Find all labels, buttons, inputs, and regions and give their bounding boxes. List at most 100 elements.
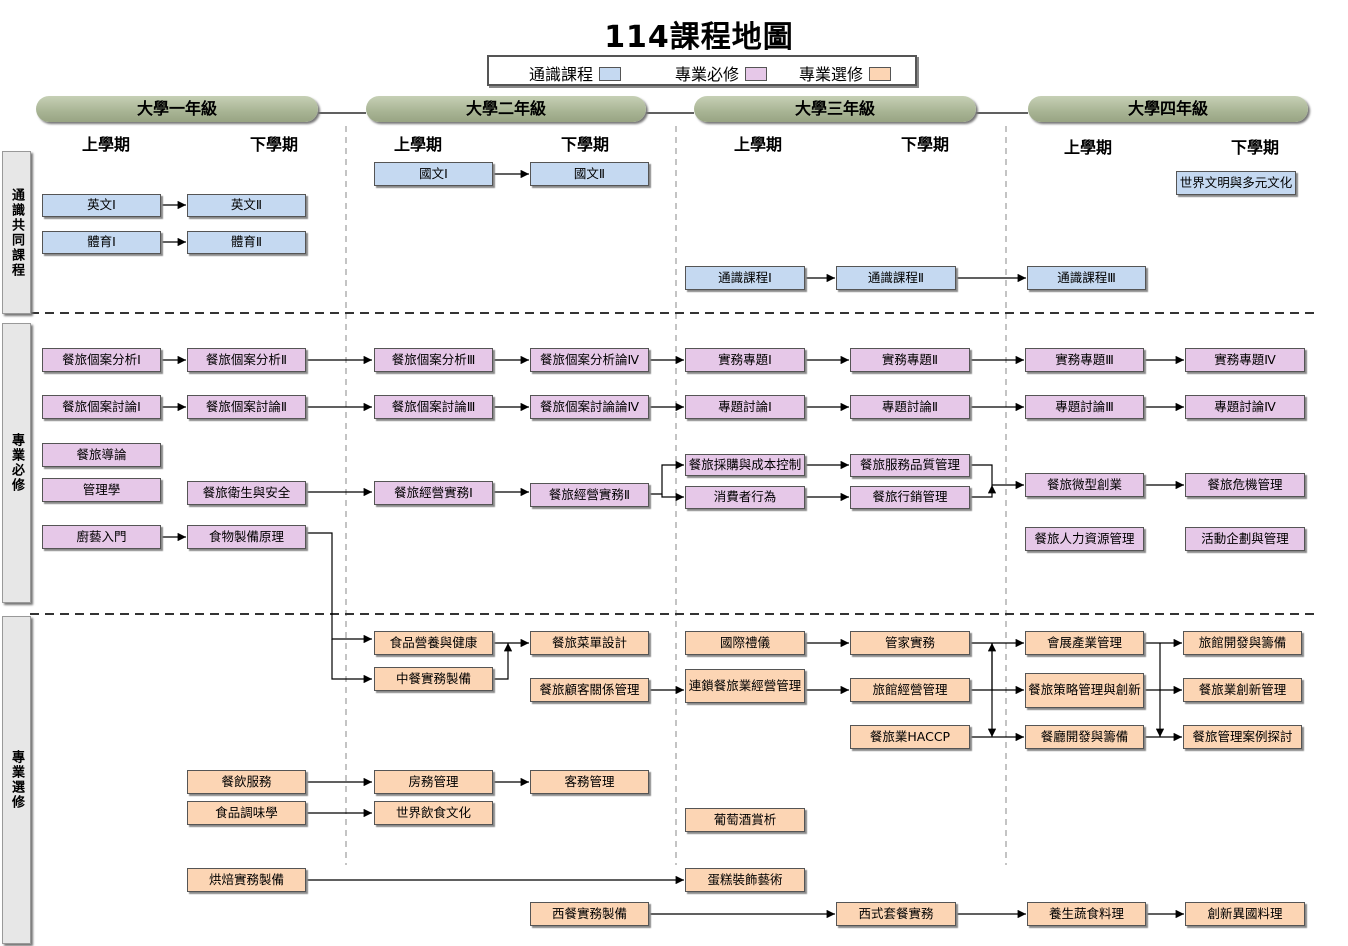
legend-label: 專業選修 <box>799 65 864 84</box>
course-box: 餐旅採購與成本控制 <box>685 454 805 476</box>
course-box: 英文Ⅱ <box>187 194 306 217</box>
course-box: 餐旅業HACCP <box>850 725 970 749</box>
course-box: 餐旅衛生與安全 <box>187 481 306 505</box>
year-3-header: 大學三年級 <box>694 96 976 122</box>
year-2-header: 大學二年級 <box>366 96 646 122</box>
course-box: 通識課程Ⅲ <box>1027 266 1146 290</box>
legend-general: 通識課程 <box>529 61 622 85</box>
legend: 通識課程 專業必修 專業選修 <box>487 55 917 86</box>
legend-swatch <box>745 67 768 81</box>
course-box: 餐旅經營實務Ⅱ <box>530 483 649 507</box>
legend-required: 專業必修 <box>675 61 768 85</box>
course-box: 通識課程Ⅱ <box>836 266 956 290</box>
section-label: 專業必修 <box>9 433 24 493</box>
course-box: 專題討論Ⅰ <box>685 395 805 419</box>
course-box: 創新異國料理 <box>1185 902 1305 926</box>
course-box: 餐旅服務品質管理 <box>850 454 970 477</box>
course-box: 專題討論Ⅳ <box>1185 395 1305 419</box>
section-label: 通識共同課程 <box>9 187 24 278</box>
page-title: 114課程地圖 <box>604 20 794 55</box>
course-box: 餐旅個案討論論Ⅳ <box>530 395 649 419</box>
course-box: 體育Ⅱ <box>187 231 306 254</box>
course-box: 西式套餐實務 <box>836 902 956 926</box>
course-box: 蛋糕裝飾藝術 <box>685 868 805 892</box>
section-elective: 專業選修 <box>2 616 31 944</box>
course-box: 管理學 <box>42 478 161 502</box>
course-box: 餐旅個案分析Ⅲ <box>374 348 493 372</box>
term-label: 下學期 <box>1231 138 1280 157</box>
course-box: 實務專題Ⅳ <box>1185 348 1305 372</box>
course-box: 餐飲服務 <box>187 770 306 794</box>
course-box: 餐旅個案討論Ⅰ <box>42 395 161 419</box>
course-box: 烘焙實務製備 <box>187 868 306 892</box>
course-box: 專題討論Ⅲ <box>1025 395 1144 419</box>
legend-swatch <box>869 67 892 81</box>
course-box: 餐廳開發與籌備 <box>1025 725 1144 749</box>
course-box: 世界飲食文化 <box>374 801 493 825</box>
course-box: 會展產業管理 <box>1025 631 1144 655</box>
course-box: 餐旅個案分析論Ⅳ <box>530 348 649 372</box>
term-label: 下學期 <box>901 135 950 154</box>
term-label: 上學期 <box>1064 138 1113 157</box>
course-box: 西餐實務製備 <box>530 902 649 926</box>
course-box: 餐旅菜單設計 <box>530 631 649 655</box>
year-1-header: 大學一年級 <box>36 96 318 122</box>
course-box: 國文Ⅰ <box>374 162 493 186</box>
course-box: 餐旅導論 <box>42 443 161 467</box>
course-box: 中餐實務製備 <box>374 667 493 691</box>
section-required: 專業必修 <box>2 323 31 603</box>
course-box: 連鎖餐旅業經營管理 <box>685 669 805 703</box>
course-box: 餐旅管理案例探討 <box>1183 725 1302 749</box>
course-box: 體育Ⅰ <box>42 231 161 254</box>
section-dividers <box>30 312 1320 615</box>
course-box: 國文Ⅱ <box>530 162 649 186</box>
term-label: 下學期 <box>250 135 299 154</box>
course-box: 餐旅行銷管理 <box>850 486 970 509</box>
term-label: 下學期 <box>561 135 610 154</box>
course-box: 餐旅個案討論Ⅱ <box>187 395 306 419</box>
legend-label: 專業必修 <box>675 65 740 84</box>
course-box: 專題討論Ⅱ <box>850 395 970 419</box>
course-box: 世界文明與多元文化 <box>1176 171 1296 195</box>
course-box: 食物製備原理 <box>187 525 306 549</box>
course-box: 餐旅顧客關係管理 <box>530 678 649 702</box>
term-label: 上學期 <box>734 135 783 154</box>
course-box: 養生蔬食料理 <box>1027 902 1146 926</box>
course-box: 國際禮儀 <box>685 631 805 655</box>
course-box: 旅館開發與籌備 <box>1183 631 1302 655</box>
course-box: 餐旅個案分析Ⅱ <box>187 348 306 372</box>
course-box: 食品營養與健康 <box>374 631 493 655</box>
course-box: 實務專題Ⅱ <box>850 348 970 372</box>
course-box: 餐旅經營實務Ⅰ <box>374 481 493 505</box>
course-box: 餐旅個案分析Ⅰ <box>42 348 161 372</box>
course-box: 餐旅危機管理 <box>1185 473 1305 497</box>
course-box: 活動企劃與管理 <box>1185 527 1305 551</box>
course-box: 餐旅個案討論Ⅲ <box>374 395 493 419</box>
legend-elective: 專業選修 <box>799 61 892 85</box>
section-label: 專業選修 <box>9 750 24 810</box>
course-box: 餐旅策略管理與創新 <box>1025 673 1144 708</box>
course-box: 實務專題Ⅲ <box>1025 348 1144 372</box>
course-box: 餐旅微型創業 <box>1025 473 1144 497</box>
course-box: 餐旅業創新管理 <box>1183 678 1302 702</box>
course-box: 餐旅人力資源管理 <box>1025 527 1144 551</box>
course-box: 葡萄酒賞析 <box>685 808 805 832</box>
course-box: 實務專題Ⅰ <box>685 348 805 372</box>
course-box: 消費者行為 <box>685 486 805 509</box>
course-box: 英文Ⅰ <box>42 194 161 217</box>
legend-swatch <box>599 67 622 81</box>
course-box: 旅館經營管理 <box>850 678 970 702</box>
section-general: 通識共同課程 <box>2 151 31 314</box>
course-box: 食品調味學 <box>187 801 306 825</box>
term-label: 上學期 <box>82 135 131 154</box>
year-4-header: 大學四年級 <box>1028 96 1308 122</box>
course-box: 管家實務 <box>850 631 970 655</box>
course-box: 通識課程Ⅰ <box>685 266 805 290</box>
term-label: 上學期 <box>394 135 443 154</box>
course-box: 客務管理 <box>530 770 649 794</box>
course-box: 房務管理 <box>374 770 493 794</box>
course-box: 廚藝入門 <box>42 525 161 549</box>
year-dividers <box>345 126 1007 865</box>
legend-label: 通識課程 <box>529 65 594 84</box>
